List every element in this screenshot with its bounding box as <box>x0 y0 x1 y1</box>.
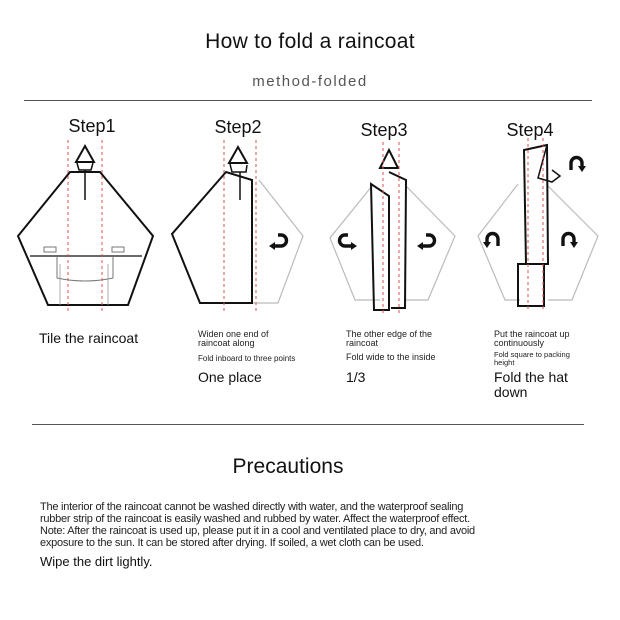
hood-icon <box>227 144 249 164</box>
step1-diagram <box>16 140 155 312</box>
step2-desc-small: Fold inboard to three points <box>198 354 296 363</box>
step4-desc-small1: Fold square to packing <box>494 350 570 359</box>
precautions-wipe: Wipe the dirt lightly. <box>40 554 153 569</box>
hood-icon <box>378 147 400 169</box>
step4-desc-main2: down <box>494 384 528 400</box>
precautions-title: Precautions <box>232 455 344 478</box>
step3-diagram <box>329 142 456 314</box>
fold-arrow-icon <box>417 233 437 250</box>
step2-desc-main: One place <box>198 369 262 385</box>
middle-divider <box>32 424 584 425</box>
step2-desc-line1: Widen one end of <box>198 329 269 339</box>
page-title: How to fold a raincoat <box>205 30 415 53</box>
step4-label: Step4 <box>506 120 554 140</box>
step4-desc-main1: Fold the hat <box>494 369 568 385</box>
step3-desc-main: 1/3 <box>346 369 366 385</box>
fold-arrow-icon <box>483 231 500 248</box>
step3-desc-line2: raincoat <box>346 338 379 348</box>
step4-diagram <box>477 138 599 312</box>
page-subtitle: method-folded <box>252 73 368 90</box>
step2-diagram <box>170 140 304 312</box>
fold-arrow-icon <box>269 233 289 250</box>
step3-desc-small: Fold wide to the inside <box>346 352 436 362</box>
precautions-line: exposure to the sun. It can be stored af… <box>40 537 424 549</box>
step2-desc-line2: raincoat along <box>198 338 255 348</box>
fold-arrow-icon <box>337 233 357 250</box>
precautions-line: Note: After the raincoat is used up, ple… <box>40 525 475 537</box>
hood-icon <box>74 143 96 163</box>
step3-desc-line1: The other edge of the <box>346 329 433 339</box>
precautions-line: The interior of the raincoat cannot be w… <box>40 501 464 513</box>
step2-label: Step2 <box>214 117 262 137</box>
step1-label: Step1 <box>68 116 116 136</box>
precautions-line: rubber strip of the raincoat is easily w… <box>40 513 470 525</box>
step1-desc: Tile the raincoat <box>39 330 139 346</box>
top-divider <box>24 100 592 101</box>
precautions-body: The interior of the raincoat cannot be w… <box>40 501 600 549</box>
fold-arrow-icon <box>569 155 586 172</box>
step4-desc-small2: height <box>494 358 515 367</box>
step3-label: Step3 <box>360 120 408 140</box>
step4-desc-line1: Put the raincoat up <box>494 329 570 339</box>
step4-desc-line2: continuously <box>494 338 545 348</box>
fold-arrow-icon <box>561 231 578 248</box>
